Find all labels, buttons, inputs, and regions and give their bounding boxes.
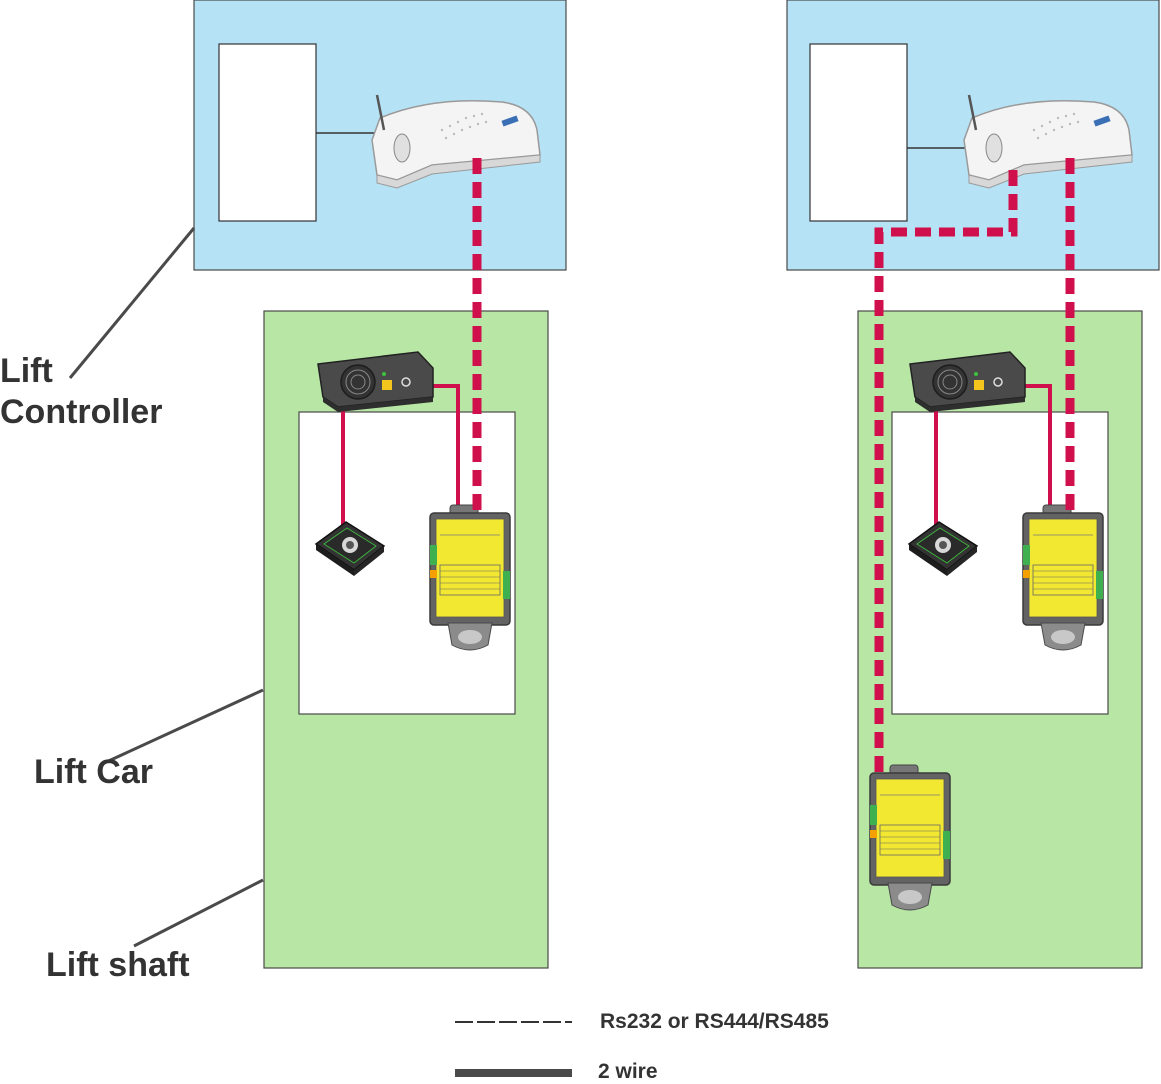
legend-dashed-label: Rs232 or RS444/RS485 [600,1010,829,1033]
two-wire-speaker-right [1020,384,1052,512]
label-lift-controller-line1: Lift [0,352,53,390]
label-lift-shaft: Lift shaft [46,946,190,984]
label-lift-car: Lift Car [34,753,153,791]
two-wire-speaker-left [428,384,460,512]
controller-panel-left [218,43,317,222]
controller-panel-right [809,43,908,222]
serial-link-right-shaft [874,170,1018,778]
callout-line-shaft [133,878,264,948]
legend-solid-label: 2 wire [598,1060,658,1083]
label-lift-controller-line2: Controller [0,393,163,431]
callout-line-car [101,688,264,766]
callout-line-controller [68,227,196,379]
